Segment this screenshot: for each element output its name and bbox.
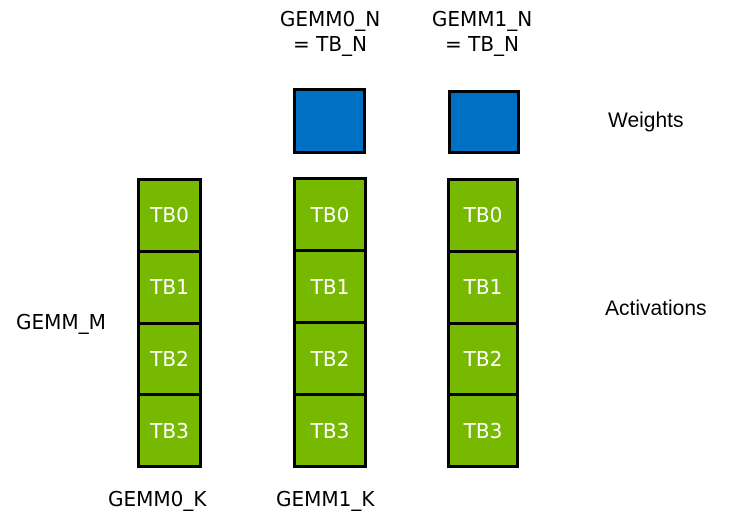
tb-cell: TB3 <box>310 418 350 443</box>
gemm0-k-dimension-label: GEMM0_K <box>108 487 207 511</box>
gemm1-n-label-line2: = TB_N <box>444 32 519 56</box>
tb-cell: TB0 <box>296 180 364 252</box>
tb-cell: TB1 <box>140 253 199 325</box>
gemm1-weights-block <box>448 90 520 154</box>
tb-cell: TB1 <box>296 252 364 324</box>
tb-cell: TB2 <box>296 324 364 396</box>
activations-column-gemm0: TB0 TB1 TB2 TB3 <box>293 177 367 468</box>
gemm0-n-label-line1: GEMM0_N <box>279 7 381 31</box>
gemm-m-dimension-label: GEMM_M <box>16 310 106 334</box>
gemm0-weights-block <box>293 88 366 154</box>
tb-cell: TB2 <box>140 325 199 397</box>
activations-column-gemm1: TB0 TB1 TB2 TB3 <box>447 178 519 468</box>
gemm0-n-dimension-label: GEMM0_N = TB_N <box>250 7 410 57</box>
tb-cell: TB0 <box>140 181 199 253</box>
tb-cell: TB3 <box>150 418 189 443</box>
tb-cell: TB2 <box>450 325 516 397</box>
tb-cell: TB1 <box>450 253 516 325</box>
gemm1-n-dimension-label: GEMM1_N = TB_N <box>402 7 562 57</box>
activations-column-left: TB0 TB1 TB2 TB3 <box>137 178 202 468</box>
tb-cell: TB3 <box>463 418 503 443</box>
tb-cell: TB0 <box>450 181 516 253</box>
activations-legend-label: Activations <box>605 297 707 320</box>
gemm1-n-label-line1: GEMM1_N <box>431 7 533 31</box>
weights-legend-label: Weights <box>608 109 684 132</box>
gemm1-k-dimension-label: GEMM1_K <box>276 487 375 511</box>
gemm0-n-label-line2: = TB_N <box>292 32 367 56</box>
